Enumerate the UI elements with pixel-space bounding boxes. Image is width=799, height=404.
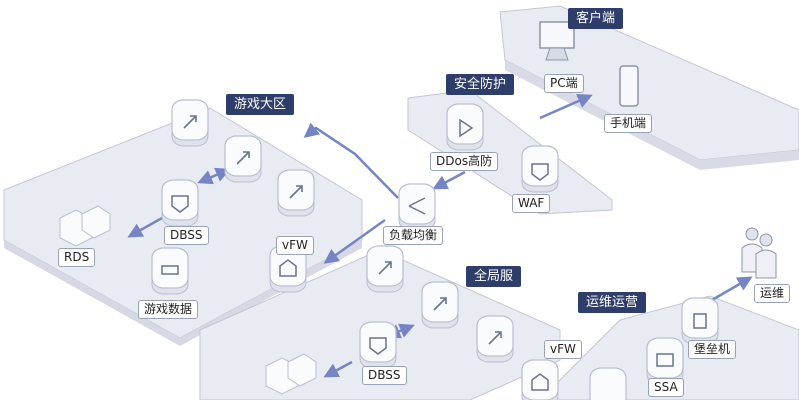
- ops-staff-icon: [741, 227, 777, 279]
- node-label-lb: 负载均衡: [383, 226, 444, 245]
- node-label-ssa: SSA: [648, 378, 684, 397]
- game-data-node-icon: [151, 247, 189, 295]
- node-label-ddos: DDos高防: [430, 152, 499, 171]
- node-label-game-data: 游戏数据: [138, 300, 199, 319]
- arrow-security-to-client: [539, 93, 593, 120]
- ddos-node-icon: [446, 103, 484, 151]
- zone-tag-security: 安全防护: [446, 74, 515, 95]
- arrow-dbss-to-db-global: [323, 360, 353, 378]
- lb-node-icon: [398, 183, 436, 231]
- arrow-lb-to-game-region: [303, 122, 399, 199]
- node-label-vfw-b: vFW: [544, 340, 582, 359]
- node-label-bastion: 堡垒机: [688, 340, 737, 359]
- dbss-b-node-icon: [359, 321, 397, 369]
- node-label-mobile: 手机端: [604, 114, 653, 133]
- arrow-lb-to-global: [323, 218, 386, 264]
- mobile-phone-icon: [619, 65, 639, 107]
- node-label-pc: PC端: [544, 74, 584, 93]
- rds-node-icon: [59, 205, 111, 247]
- arrow-dbss-game-region: [197, 167, 231, 185]
- global-server-b-icon: [421, 281, 459, 329]
- global-server-c-icon: [476, 315, 514, 363]
- ops-node-icon: [589, 367, 627, 404]
- vfw-a-node-icon: [269, 245, 307, 293]
- node-label-vfw-a: vFW: [276, 236, 314, 255]
- ssa-node-icon: [646, 337, 684, 385]
- game-server-b-icon: [224, 135, 262, 183]
- node-label-ops-staff: 运维: [754, 284, 791, 303]
- zone-tag-global: 全局服: [466, 266, 522, 287]
- node-label-rds: RDS: [58, 248, 96, 267]
- zone-tag-ops: 运维运营: [578, 292, 647, 313]
- db-global-node-icon: [265, 353, 317, 395]
- game-server-c-icon: [277, 169, 315, 217]
- arrow-ddos-to-lb: [432, 170, 466, 190]
- arrow-bastion-to-ops: [711, 276, 753, 302]
- dbss-a-node-icon: [161, 179, 199, 227]
- arrow-dbss-to-rds: [127, 216, 163, 238]
- game-server-a-icon: [171, 99, 209, 147]
- node-label-dbss-b: DBSS: [362, 366, 407, 385]
- waf-node-icon: [521, 145, 559, 193]
- global-server-a-icon: [366, 245, 404, 293]
- vfw-b-node-icon: [521, 359, 559, 404]
- node-label-waf: WAF: [512, 194, 551, 213]
- zone-tag-game-region: 游戏大区: [226, 94, 295, 115]
- node-label-dbss-a: DBSS: [164, 226, 209, 245]
- zone-tag-client: 客户端: [568, 8, 624, 29]
- bastion-node-icon: [681, 297, 719, 345]
